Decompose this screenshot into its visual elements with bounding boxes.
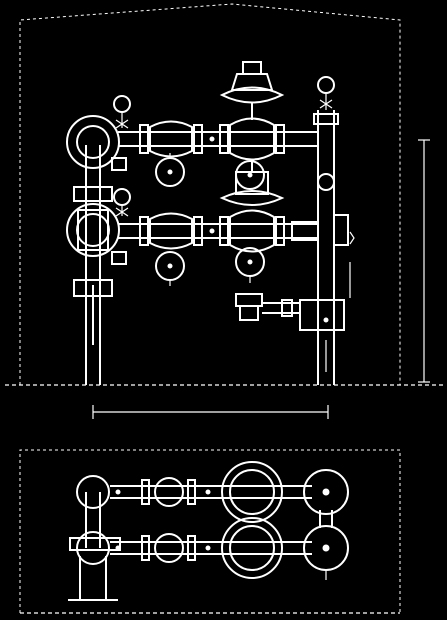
valve-box-upper <box>111 157 127 171</box>
enclosure-outline <box>19 3 401 385</box>
plan-upper-pipeline <box>110 461 349 523</box>
upper-pipeline <box>118 117 318 161</box>
pressure-gauge-left-upper <box>113 95 131 129</box>
height-dimension <box>418 139 430 383</box>
actuator-dial-3 <box>155 251 185 286</box>
pressure-gauge-right <box>317 76 335 110</box>
plan-lower-pipeline <box>110 517 349 579</box>
plan-view <box>19 449 401 614</box>
upper-filter <box>66 115 120 169</box>
valve-box-lower <box>111 251 127 265</box>
left-riser-pipe <box>73 145 113 385</box>
lower-relief-valve <box>235 293 300 321</box>
actuator-dial-1 <box>155 153 185 187</box>
width-dimension <box>92 405 329 419</box>
plan-left-riser <box>68 475 121 601</box>
front-elevation-view <box>5 3 445 419</box>
plan-enclosure-outline <box>19 449 401 613</box>
pressure-gauge-left-lower <box>113 188 131 217</box>
actuator-dial-4 <box>235 247 265 283</box>
middle-regulator-head <box>219 160 285 206</box>
actuator-dial-2 <box>235 160 265 190</box>
outlet-marker <box>349 231 355 245</box>
lower-pipeline <box>118 209 319 253</box>
upper-regulator-head <box>219 61 285 120</box>
right-riser-pipe <box>299 110 349 385</box>
lower-filter <box>66 186 120 257</box>
plan-right-connector <box>319 510 333 580</box>
